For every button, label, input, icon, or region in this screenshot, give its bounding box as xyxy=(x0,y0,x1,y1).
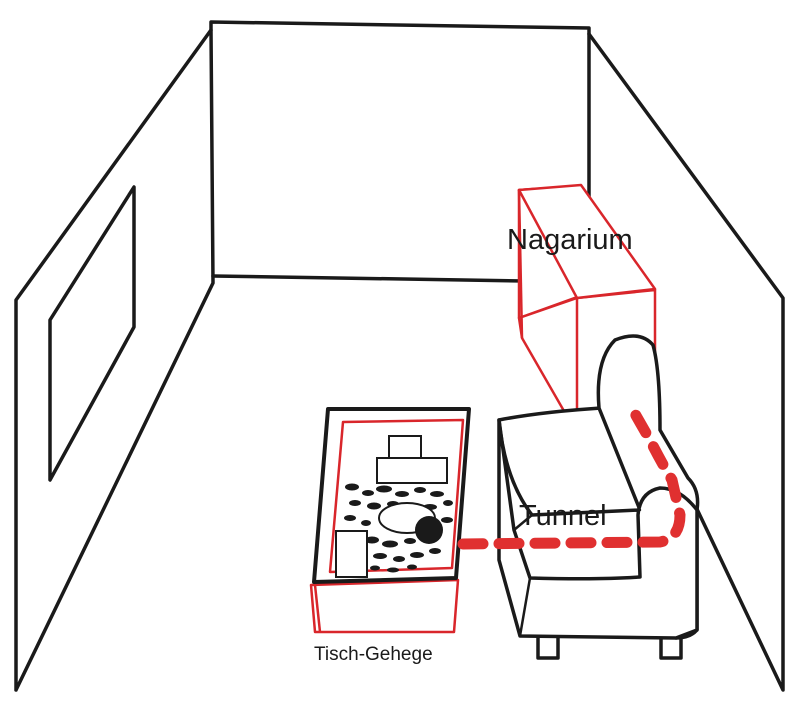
pebble xyxy=(443,500,453,506)
nagarium-label: Nagarium xyxy=(507,224,633,256)
pebble xyxy=(365,536,379,544)
pebble xyxy=(393,556,405,562)
pebble xyxy=(441,517,453,523)
pebble xyxy=(429,548,441,554)
pebble xyxy=(361,520,371,526)
enclosure-inner-frame xyxy=(328,418,465,574)
enclosure-base xyxy=(309,578,460,634)
house-large xyxy=(376,457,448,484)
tisch-gehege xyxy=(309,407,471,634)
tunnel-path xyxy=(457,399,686,550)
enclosure-base-edge xyxy=(313,584,322,633)
hideout-box xyxy=(335,530,368,578)
pebble xyxy=(407,564,417,570)
sofa-seat-line xyxy=(512,508,642,532)
sofa-front xyxy=(497,418,699,640)
room-walls xyxy=(14,20,785,692)
nagarium-left-edge xyxy=(517,189,524,339)
pebble xyxy=(370,565,380,571)
pebble xyxy=(387,567,399,573)
pebble xyxy=(430,491,444,497)
pebble xyxy=(395,491,409,497)
pebble xyxy=(349,500,361,506)
enclosure-label: Tisch-Gehege xyxy=(314,644,433,665)
tunnel-label: Tunnel xyxy=(519,500,607,532)
nagarium-top xyxy=(517,183,657,300)
pebble xyxy=(373,553,387,559)
pebble xyxy=(382,540,398,548)
pebble xyxy=(362,490,374,496)
pebble xyxy=(404,538,416,544)
pebble xyxy=(376,485,392,493)
window-frame xyxy=(48,185,136,482)
sofa-front-corner xyxy=(518,576,532,638)
pebble xyxy=(410,552,424,558)
pebble xyxy=(344,515,356,521)
pebble xyxy=(345,483,359,491)
sofa xyxy=(497,334,700,660)
tunnel-entrance xyxy=(415,516,443,544)
pebble xyxy=(414,487,426,493)
enclosure-pebbles xyxy=(344,483,453,573)
back-wall xyxy=(209,20,591,284)
house-small xyxy=(388,435,422,459)
pebble xyxy=(367,502,381,510)
